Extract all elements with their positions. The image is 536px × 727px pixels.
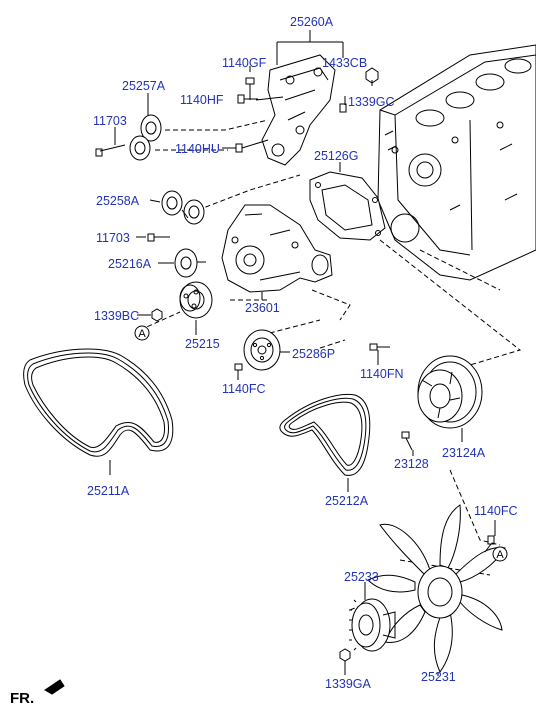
part-label-25215[interactable]: 25215 (185, 337, 220, 351)
part-label-25233[interactable]: 25233 (344, 570, 379, 584)
gasket-25126G (309, 171, 386, 241)
part-label-1339GA[interactable]: 1339GA (325, 677, 371, 691)
part-label-1140FC-right[interactable]: 1140FC (474, 504, 518, 518)
part-label-1140FN[interactable]: 1140FN (360, 367, 404, 381)
part-label-23601[interactable]: 23601 (245, 301, 280, 315)
ref-marker-left-text: A (138, 328, 146, 340)
part-label-25286P[interactable]: 25286P (292, 347, 336, 361)
stud-1433CB (339, 103, 347, 113)
bolt-1140GF (245, 77, 255, 100)
ref-marker-right: A (492, 546, 508, 562)
part-label-25211A[interactable]: 25211A (87, 484, 130, 498)
part-label-25258A[interactable]: 25258A (96, 194, 140, 208)
bolt-1140HF (237, 94, 258, 104)
part-label-1140HF[interactable]: 1140HF (180, 93, 224, 107)
pulley-25286P (243, 329, 281, 371)
part-label-1433CB[interactable]: 1433CB (322, 56, 368, 70)
idler-pulley-25216A (174, 248, 206, 278)
alternator-bracket (261, 54, 336, 166)
bolt-1140HU (235, 139, 269, 153)
nut-1339GC (365, 67, 379, 84)
part-label-1339BC[interactable]: 1339BC (94, 309, 140, 323)
ref-marker-left: A (134, 325, 150, 341)
idler-pulley-25257A (129, 114, 162, 161)
fan-clutch-25233 (349, 598, 396, 652)
part-label-11703-mid[interactable]: 11703 (96, 231, 130, 245)
damper-pulley-23124A (417, 355, 483, 429)
belt-25211A (23, 348, 174, 457)
tensioner-25258A (161, 190, 205, 225)
ref-marker-right-text: A (496, 549, 504, 561)
part-label-25126G[interactable]: 25126G (314, 149, 359, 163)
fan-25231 (367, 504, 506, 674)
part-label-25260A[interactable]: 25260A (290, 15, 334, 29)
engine-block (377, 44, 536, 281)
water-pump-23601 (221, 204, 333, 293)
part-label-1140FC-left[interactable]: 1140FC (222, 382, 266, 396)
pulley-25215 (179, 281, 213, 319)
orientation-label: FR. (10, 690, 35, 707)
part-label-25231[interactable]: 25231 (421, 670, 456, 684)
part-label-23128[interactable]: 23128 (394, 457, 429, 471)
part-label-23124A[interactable]: 23124A (442, 446, 486, 460)
belt-25212A (279, 393, 371, 476)
part-label-1140GF[interactable]: 1140GF (222, 56, 267, 70)
part-label-1339GC[interactable]: 1339GC (348, 95, 395, 109)
part-label-25257A[interactable]: 25257A (122, 79, 166, 93)
part-label-1140HU[interactable]: 1140HU (175, 142, 220, 156)
part-label-25212A[interactable]: 25212A (325, 494, 369, 508)
part-label-25216A[interactable]: 25216A (108, 257, 152, 271)
part-label-11703-top[interactable]: 11703 (93, 114, 127, 128)
